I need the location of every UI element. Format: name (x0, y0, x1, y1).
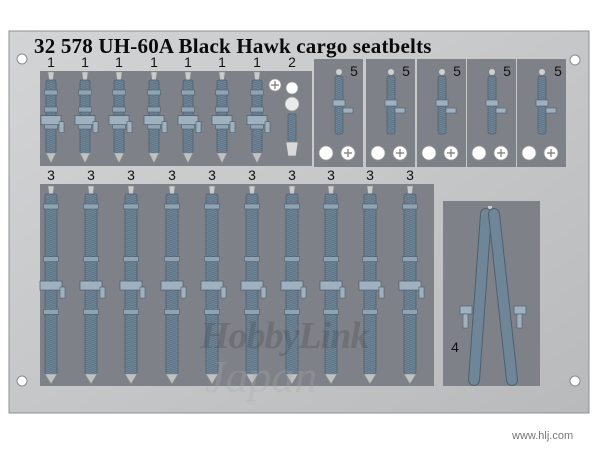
box-part (521, 69, 559, 161)
part-number: 3 (248, 167, 256, 183)
box-part (421, 69, 459, 161)
seatbelt-strap (74, 71, 99, 164)
seatbelt-strap (39, 185, 66, 385)
box-parts (318, 69, 559, 161)
part-number: 1 (115, 54, 123, 70)
part-number: 3 (208, 167, 216, 183)
seatbelt-strap (211, 71, 236, 164)
part-number: 3 (47, 167, 55, 183)
corner-hole (16, 375, 28, 387)
part-number: 1 (184, 54, 192, 70)
box-part (471, 69, 509, 161)
part-number: 2 (288, 54, 296, 70)
seatbelt-strap (119, 185, 146, 385)
seatbelt-strap (200, 185, 227, 385)
seatbelt-strap (108, 71, 133, 164)
corner-hole (569, 375, 581, 387)
seatbelt-strap (240, 185, 267, 385)
seatbelt-strap (358, 185, 385, 385)
part-number: 5 (453, 63, 461, 79)
part-number: 3 (168, 167, 176, 183)
part-number: 5 (402, 63, 410, 79)
part-number: 3 (288, 167, 296, 183)
part-number: 5 (503, 63, 511, 79)
corner-hole (569, 54, 581, 66)
seatbelt-strap (246, 71, 271, 164)
part-number: 3 (406, 167, 414, 183)
part-number: 1 (81, 54, 89, 70)
watermark-url: www.hlj.com (512, 430, 574, 442)
corner-hole (16, 53, 28, 65)
box-part (370, 69, 408, 161)
part-number: 1 (150, 54, 158, 70)
watermark-script: Japan (205, 351, 318, 402)
fret-title: 32 578 UH-60A Black Hawk cargo seatbelts (34, 34, 432, 58)
part-number: 5 (350, 63, 358, 79)
part-number: 5 (554, 63, 562, 79)
seatbelt-strap (280, 185, 307, 385)
part-number: 1 (47, 54, 55, 70)
harness-part (459, 206, 527, 386)
seatbelt-strap (40, 71, 65, 164)
part-number: 4 (451, 339, 459, 355)
part-number: 3 (127, 167, 135, 183)
seatbelt-strap (319, 185, 346, 385)
row2-straps (39, 185, 425, 385)
part-number: 1 (218, 54, 226, 70)
part-number: 3 (366, 167, 374, 183)
buckle-part (268, 78, 300, 157)
part-number: 3 (87, 167, 95, 183)
part-number: 1 (253, 54, 261, 70)
row1-straps (40, 71, 271, 164)
seatbelt-strap (398, 185, 425, 385)
part-number: 3 (327, 167, 335, 183)
seatbelt-strap (177, 71, 202, 164)
seatbelt-strap (160, 185, 187, 385)
box-part (318, 69, 356, 161)
watermark-logo: HobbyLink (200, 315, 369, 357)
seatbelt-strap (143, 71, 168, 164)
seatbelt-strap (79, 185, 106, 385)
